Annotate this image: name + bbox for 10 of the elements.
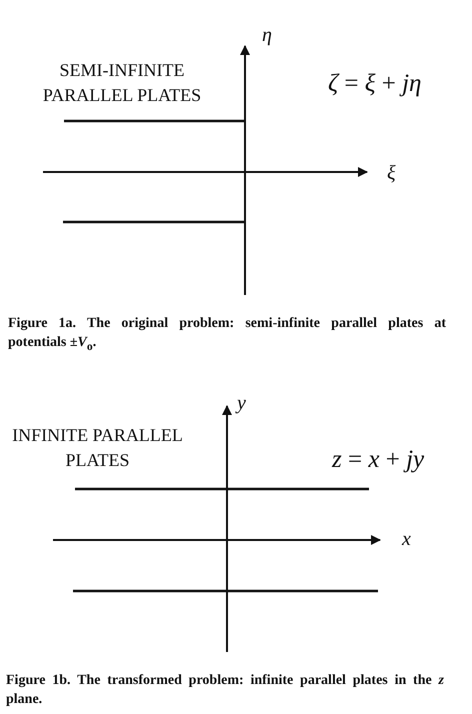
axis-label: η	[262, 24, 272, 47]
axis-label: ξ	[387, 162, 396, 185]
equation: z = x + jy	[332, 446, 424, 474]
plate-title: SEMI-INFINITE PARALLEL PLATES	[42, 59, 202, 107]
figure-caption: Figure 1b. The transformed problem: infinite parallel plates in the z plane.	[6, 672, 444, 709]
axis-label: x	[402, 528, 411, 551]
axis-label: y	[237, 392, 246, 415]
equation: ζ = ξ + jη	[328, 70, 422, 98]
figure-caption: Figure 1a. The original problem: semi-infinite parallel plates at potentials ±V$_{o}$.	[8, 315, 446, 355]
plate-title: INFINITE PARALLEL PLATES	[11, 424, 184, 472]
